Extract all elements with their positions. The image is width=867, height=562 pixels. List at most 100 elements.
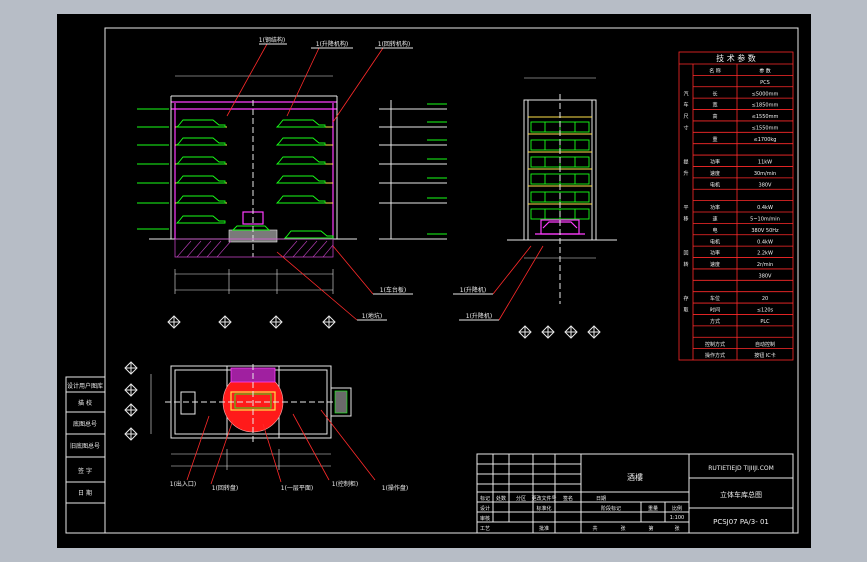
callout-top-3: 1(回转机构) xyxy=(378,40,411,48)
drawing-number: PCSJ07 PA/3- 01 xyxy=(713,518,769,526)
spec-row-group: 车 xyxy=(683,102,688,109)
label-approve: 批准 xyxy=(539,525,549,532)
front-elevation: 1(钢结构) 1(升降机构) 1(回转机构) 1(车台板) 1(地坑) xyxy=(137,36,413,329)
callout-mid-2: 1(地坑) xyxy=(362,312,383,320)
label-scale: 比例 xyxy=(672,505,682,512)
spec-row-group: 取 xyxy=(683,308,688,314)
strip-item-5: 签 字 xyxy=(78,467,92,475)
callout-plan-1: 1(出入口) xyxy=(170,480,197,488)
scale-value: 1:100 xyxy=(670,515,684,521)
label-weight: 重量 xyxy=(648,505,658,512)
spec-row-key: 电机 xyxy=(710,181,720,188)
label-process: 工艺 xyxy=(480,526,490,532)
spec-row-value: ≤120s xyxy=(757,308,774,314)
spec-row-key: 功率 xyxy=(710,204,720,211)
label-standard: 标准化 xyxy=(536,505,551,512)
spec-row-value: ≤1700kg xyxy=(754,137,777,143)
callout-top-2: 1(升降机构) xyxy=(316,40,349,48)
spec-row-value: ≤1550mm xyxy=(752,114,779,120)
label-count: 处数 xyxy=(496,495,506,502)
spec-row-key: 宽 xyxy=(712,102,717,109)
callout-plan-5: 1(操作盘) xyxy=(382,484,409,492)
spec-row-key: 重 xyxy=(712,136,717,143)
label-date: 日期 xyxy=(596,496,606,502)
spec-row-group: 存 xyxy=(683,295,688,302)
spec-row-key: 时间 xyxy=(710,307,720,314)
spec-table: 技 术 参 数 名 称 参 数 PCS 汽 长 ≤5000mm 车 宽 ≤1850mm 尺 高 ≤15… xyxy=(678,51,794,361)
spec-row-key: 功率 xyxy=(710,159,720,166)
spec-row-value: ≤1850mm xyxy=(752,103,779,109)
spec-row-key: 电 xyxy=(712,227,717,234)
spec-row-value: 参 数 xyxy=(759,68,771,75)
spec-row-value: 380V 50Hz xyxy=(751,228,779,234)
spec-row-value: ≤5000mm xyxy=(752,91,779,97)
label-design: 设计 xyxy=(480,505,490,512)
label-change-no: 更改文件号 xyxy=(531,495,556,502)
spec-row-group: 移 xyxy=(683,216,688,223)
callout-plan-4: 1(控制柜) xyxy=(332,480,359,488)
label-stage-mark: 阶段标记 xyxy=(601,505,621,512)
callout-top-1: 1(钢结构) xyxy=(259,36,286,44)
callout-side-1: 1(升降机) xyxy=(460,286,487,294)
drawing-frame: 设计用户图库 描 校 底图总号 旧底图总号 签 字 日 期 xyxy=(57,14,811,548)
spec-row-value: 30m/min xyxy=(754,171,776,177)
spec-row-value: 20 xyxy=(762,296,768,302)
spec-row-key: 功率 xyxy=(710,250,720,257)
spec-rows: 名 称 参 数 PCS 汽 长 ≤5000mm 车 宽 ≤1850mm 尺 高 ≤1550mm 寸 ≤15… xyxy=(683,68,793,359)
spec-row-key: 控制方式 xyxy=(705,341,725,348)
spec-row-group: 升 xyxy=(683,170,688,177)
left-title-strip: 设计用户图库 描 校 底图总号 旧底图总号 签 字 日 期 xyxy=(65,376,106,534)
spec-row-group: 回 xyxy=(683,251,688,257)
spec-row-group: 转 xyxy=(683,261,688,268)
side-elevation: 1(升降机) 1(升降机) xyxy=(453,77,617,339)
spec-row-value: 380V xyxy=(759,182,773,188)
spec-row-value: 2r/min xyxy=(757,262,773,268)
label-page: 第 xyxy=(648,525,653,532)
spec-row-value: 11kW xyxy=(758,160,772,166)
spec-row-key: 车位 xyxy=(710,295,720,302)
strip-item-1: 设计用户图库 xyxy=(67,382,103,390)
strip-item-6: 日 期 xyxy=(78,489,92,497)
spec-row-group: 平 xyxy=(683,205,688,211)
spec-row-value: 0.4kW xyxy=(757,239,773,245)
company-name: RUTIETIEJD TIJIIJI.COM xyxy=(708,465,774,472)
spec-row-group: 汽 xyxy=(683,90,688,97)
spec-row-value: PCS xyxy=(760,80,770,86)
spec-table-title: 技 术 参 数 xyxy=(716,53,756,63)
spec-row-key: 速 xyxy=(712,217,717,223)
spec-row-key: 长 xyxy=(712,90,717,97)
callout-side-2: 1(升降机) xyxy=(466,312,493,320)
title-block: 酒樓 RUTIETIEJD TIJIIJI.COM 立体车库总图 PCSJ07 … xyxy=(476,453,794,534)
strip-item-3: 底图总号 xyxy=(73,420,97,428)
label-signature: 签名 xyxy=(563,495,573,502)
spec-row-group: 尺 xyxy=(683,114,688,120)
spec-row-key: 高 xyxy=(712,113,717,120)
spec-row-key: 操作方式 xyxy=(705,352,725,359)
label-mark: 标记 xyxy=(480,495,490,502)
spec-row-group: 寸 xyxy=(683,124,688,131)
title-main: 酒樓 xyxy=(627,472,643,482)
drawing-name: 立体车库总图 xyxy=(720,490,762,499)
spec-row-key: 方式 xyxy=(710,318,720,325)
plan-view: 1(出入口) 1(回转盘) 1(一层平面) 1(控制柜) 1(操作盘) xyxy=(124,361,409,492)
spec-row-group: 提 xyxy=(683,159,688,166)
spec-row-value: 0.4kW xyxy=(757,205,773,211)
spec-row-value: 380V xyxy=(759,273,773,279)
label-zone: 分区 xyxy=(516,495,526,502)
label-review: 审核 xyxy=(480,515,490,522)
inner-border xyxy=(104,27,799,534)
cad-drawing: 设计用户图库 描 校 底图总号 旧底图总号 签 字 日 期 xyxy=(65,27,799,534)
label-page-of: 张 xyxy=(674,525,679,532)
label-sheet-of: 张 xyxy=(620,525,625,532)
spec-row-key: 名 称 xyxy=(709,68,721,75)
spec-row-key: 电机 xyxy=(710,238,720,245)
spec-row-key: 速度 xyxy=(710,170,720,177)
spec-row-value: 5~10m/min xyxy=(750,217,780,223)
spec-row-value: ≤1550mm xyxy=(752,125,779,131)
strip-item-4: 旧底图总号 xyxy=(70,442,100,450)
spec-row-value: 自动控制 xyxy=(755,341,775,348)
spec-row-value: 2.2kW xyxy=(757,251,773,257)
spec-row-key: 速度 xyxy=(710,261,720,268)
spec-row-value: 按钮 IC卡 xyxy=(754,352,776,359)
callout-plan-3: 1(一层平面) xyxy=(281,485,314,492)
